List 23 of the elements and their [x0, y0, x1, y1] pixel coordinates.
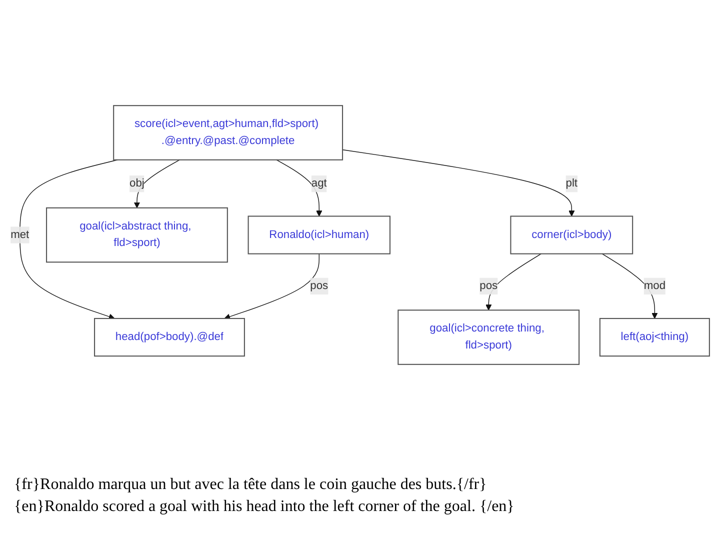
edge-label: mod — [644, 280, 666, 292]
arrow — [602, 253, 658, 319]
edge-label: obj — [130, 178, 144, 190]
edge-label: pos — [310, 280, 328, 292]
edge-label: met — [10, 228, 30, 241]
arrow — [20, 160, 118, 320]
node-box: left(aoj<thing) — [599, 318, 710, 357]
edge-label: plt — [566, 178, 578, 190]
arrow — [134, 160, 180, 208]
edge-label: agt — [311, 178, 327, 190]
arrow — [224, 253, 320, 320]
node-box: head(pof>body).@def — [94, 318, 245, 357]
node-box: goal(icl>concrete thing, fld>sport) — [398, 310, 580, 365]
arrow — [276, 160, 322, 216]
note-text: {fr}Ronaldo marqua un but avec la tête dans le coin gauche des buts.{/fr} — [14, 475, 488, 495]
note-text: {en}Ronaldo scored a goal with his head into the left corner of the goal. {/en} — [14, 497, 516, 517]
arrow — [342, 149, 575, 216]
node-box: goal(icl>abstract thing, fld>sport) — [46, 207, 228, 263]
edge-label: pos — [480, 280, 498, 292]
arrow — [486, 253, 542, 310]
node-box: corner(icl>body) — [510, 216, 634, 254]
node-box: score(icl>event,agt>human,fld>sport) .@entry.@past.@complete — [113, 105, 344, 160]
node-box: Ronaldo(icl>human) — [248, 216, 390, 254]
